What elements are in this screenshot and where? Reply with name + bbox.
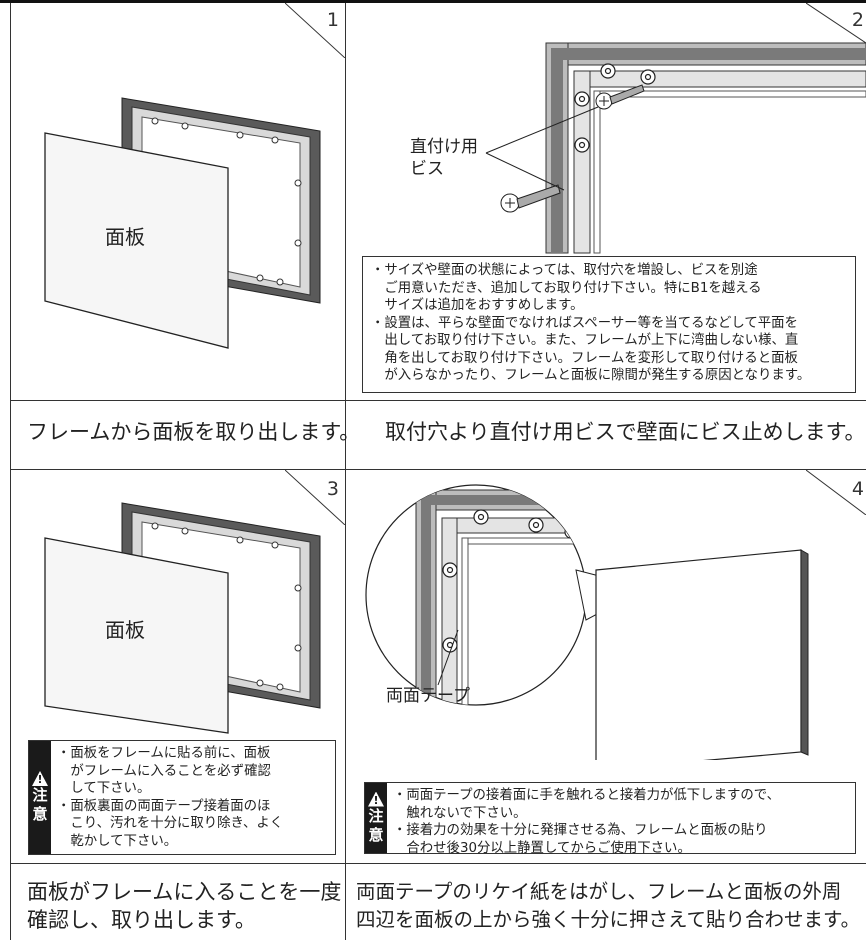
caution-text: ・面板をフレームに貼る前に、面板 がフレームに入ることを必ず確認 して下さい。 … [57, 745, 329, 850]
caption-line: 面板がフレームに入ることを一度 [27, 880, 342, 904]
row-divider [10, 469, 866, 470]
note-line: 角を出してお取り付け下さい。フレームを変形して取り付けると面板 [371, 350, 798, 366]
step-3-panel: 3 面板 ! 注 意 ・面板をフレームに貼る前に、面板 がフレームに入ることを [10, 470, 345, 863]
screw-label-line1: 直付け用 [410, 137, 478, 157]
step-2-panel: 2 [346, 3, 866, 400]
wall-mount-illustration [485, 42, 866, 254]
caution-line: ・面板をフレームに貼る前に、面板 [57, 746, 271, 761]
caution-line: 合わせ後30分以上静置してからご使用下さい。 [393, 840, 691, 856]
caption-line: 四辺を面板の上から強く十分に押さえて貼り合わせます。 [356, 908, 861, 931]
caution-line: ・両面テープの接着面に手を触れると接着力が低下しますので、 [393, 788, 780, 803]
step-1-panel: 1 面板 [10, 3, 345, 400]
step-2-caption: 取付穴より直付け用ビスで壁面にビス止めします。 [385, 420, 866, 444]
caption-top-divider-1 [10, 400, 866, 401]
step-number-corner [806, 3, 866, 43]
step-number: 1 [326, 9, 339, 31]
sheet-label: 面板 [105, 618, 145, 642]
caption-line: 両面テープのリケイ紙をはがし、フレームと面板の外周 [356, 880, 842, 903]
caution-line: がフレームに入ることを必ず確認 [57, 763, 271, 779]
tape-label: 両面テープ [386, 686, 470, 706]
caution-line: して下さい。 [57, 781, 151, 796]
caution-badge: ! 注 意 [29, 741, 51, 854]
screw-label: 直付け用 ビス [410, 136, 478, 180]
note-line: ・設置は、平らな壁面でなければスペーサー等を当てるなどして平面を [371, 315, 798, 331]
note-line: が入らなかったり、フレームと面板に隙間が発生する原因となります。 [371, 368, 811, 383]
step-number: 2 [851, 9, 864, 31]
caution-char: 意 [32, 805, 48, 823]
caption-line: 確認し、取り出します。 [27, 908, 256, 932]
frame-illustration [44, 97, 321, 349]
caution-box: ! 注 意 ・両面テープの接着面に手を触れると接着力が低下しますので、 触れない… [364, 782, 856, 857]
caution-line: ・面板裏面の両面テープ接着面のほ [57, 798, 271, 814]
step-number-corner [285, 470, 345, 525]
mounting-note: ・サイズや壁面の状態によっては、取付穴を増設し、ビスを別途 ご用意いただき、追加… [362, 256, 856, 393]
caution-badge: ! 注 意 [365, 783, 387, 853]
step-number: 4 [851, 478, 864, 500]
caution-text: ・両面テープの接着面に手を触れると接着力が低下しますので、 触れないで下さい。 … [393, 787, 849, 857]
note-line: 出してお取り付け下さい。また、フレームが上下に湾曲しない様、直 [371, 333, 799, 348]
left-border [10, 3, 11, 940]
step-number-corner [285, 3, 345, 58]
caution-char: 意 [368, 825, 384, 844]
note-line: ご用意いただき、追加してお取り付け下さい。特にB1を越える [371, 280, 762, 296]
step-1-caption: フレームから面板を取り出します。 [27, 420, 361, 444]
caption-top-divider-2 [10, 863, 866, 864]
step-4-caption: 両面テープのリケイ紙をはがし、フレームと面板の外周 四辺を面板の上から強く十分に… [356, 878, 860, 934]
step-number: 3 [326, 478, 339, 500]
column-divider-top [345, 3, 346, 469]
caution-char: 注 [368, 806, 384, 825]
step-number-corner [806, 470, 866, 515]
sheet-label: 面板 [105, 225, 145, 249]
caution-line: ・接着力の効果を十分に発揮させる為、フレームと面板の貼り [393, 823, 768, 838]
note-line: サイズは追加をおすすめします。 [371, 298, 584, 313]
warning-icon: ! [32, 771, 48, 786]
caution-box: ! 注 意 ・面板をフレームに貼る前に、面板 がフレームに入ることを必ず確認 し… [28, 740, 336, 855]
warning-icon: ! [368, 791, 384, 807]
caution-line: 乾かして下さい。 [57, 833, 178, 849]
caution-char: 注 [32, 786, 48, 804]
tape-attach-illustration [365, 484, 809, 760]
frame-check-illustration [44, 502, 321, 734]
note-line: ・サイズや壁面の状態によっては、取付穴を増設し、ビスを別途 [371, 263, 758, 278]
caution-line: 触れないで下さい。 [393, 805, 527, 821]
screw-label-line2: ビス [410, 159, 444, 179]
caution-line: こり、汚れを十分に取り除き、よく [57, 816, 284, 831]
column-divider-bottom [345, 469, 346, 940]
step-3-caption: 面板がフレームに入ることを一度 確認し、取り出します。 [27, 878, 341, 934]
step-4-panel: 4 [346, 470, 866, 863]
